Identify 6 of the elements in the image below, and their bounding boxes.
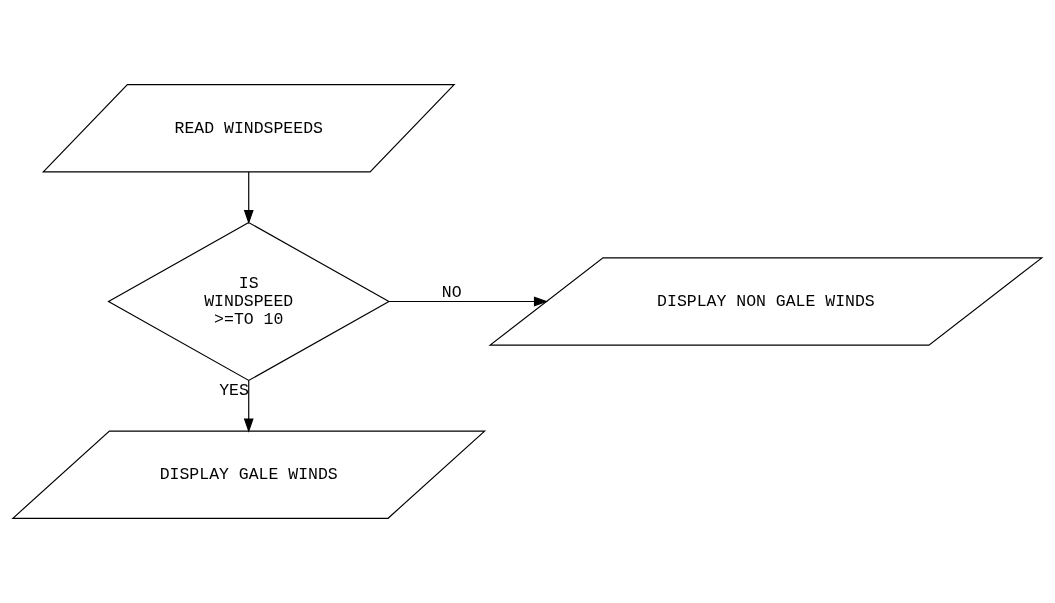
arrow — [388, 296, 549, 307]
arrow — [243, 171, 254, 225]
edge-label: YES — [219, 381, 249, 401]
edge-label: NO — [441, 283, 462, 303]
node-diamond: IS WINDSPEED >=TO 10 — [107, 221, 391, 382]
arrow — [243, 379, 254, 433]
